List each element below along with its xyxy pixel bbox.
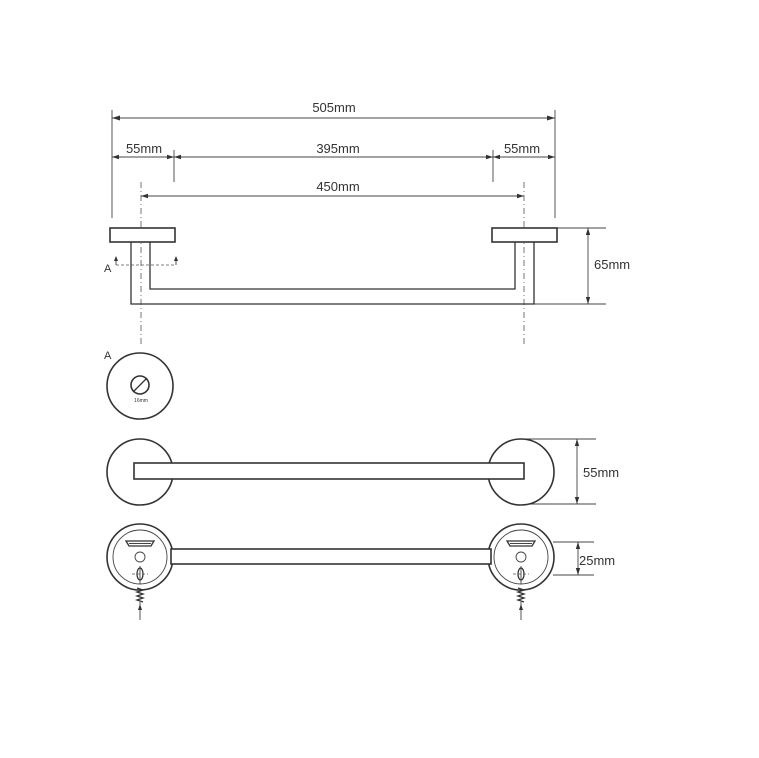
tube-diameter-label: 16mm — [134, 398, 148, 404]
left-mounting-screw-icon — [124, 540, 156, 620]
left-base-label: 55mm — [126, 141, 162, 156]
detail-a: A 16mm — [104, 350, 174, 420]
center-distance-label: 450mm — [316, 179, 359, 194]
bar-outer-outline — [130, 242, 535, 305]
height-label: 65mm — [594, 257, 630, 272]
top-view: 55mm — [106, 438, 619, 506]
base-diameter-label: 55mm — [583, 465, 619, 480]
left-wall-base — [109, 227, 176, 243]
right-base-label: 55mm — [504, 141, 540, 156]
dimension-inner-span: 395mm — [174, 141, 494, 182]
top-view-bar — [133, 462, 525, 480]
right-mounting-screw-icon — [505, 540, 537, 620]
back-view: 25mm — [106, 523, 615, 620]
section-label: A — [104, 263, 112, 275]
bar-inner-outline — [149, 242, 516, 290]
dimension-overall-width: 505mm — [111, 100, 556, 218]
detail-label: A — [104, 350, 112, 362]
overall-width-label: 505mm — [312, 100, 355, 115]
dimension-right-base: 55mm — [493, 141, 555, 160]
bar-offset-label: 25mm — [579, 553, 615, 568]
right-wall-base — [491, 227, 558, 243]
front-view-towel-bar: A — [104, 182, 558, 345]
dimension-height: 65mm — [534, 227, 630, 305]
dimension-left-base: 55mm — [112, 141, 175, 182]
dimension-center-distance: 450mm — [141, 179, 524, 199]
back-view-bar — [170, 548, 492, 565]
inner-span-label: 395mm — [316, 141, 359, 156]
